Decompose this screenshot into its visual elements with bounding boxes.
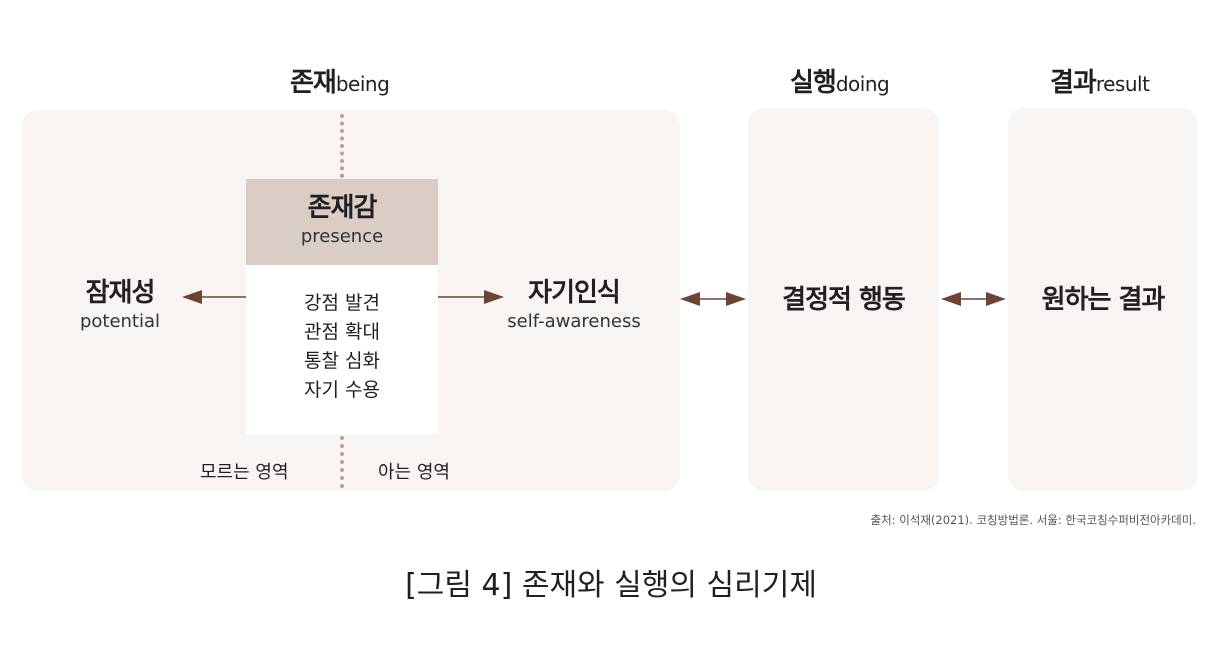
presence-item: 관점 확대 <box>304 321 380 343</box>
double-arrow-icon <box>941 292 1006 306</box>
doing-header: 실행doing <box>790 62 890 102</box>
result-header: 결과result <box>1050 62 1150 102</box>
arrow-right-icon <box>438 290 504 304</box>
decisive-action-ko: 결정적 행동 <box>782 285 906 315</box>
divider-dots-top <box>340 114 344 178</box>
arrow-left-icon <box>182 290 246 304</box>
source-note: 출처: 이석재(2021). 코칭방법론. 서울: 한국코칭수퍼비전아카데미. <box>870 513 1197 527</box>
desired-result-ko: 원하는 결과 <box>1041 285 1166 315</box>
presence-item: 통찰 심화 <box>304 350 380 372</box>
potential-ko: 잠재성 <box>85 278 156 308</box>
desired-result-node: 원하는 결과 <box>1008 284 1198 316</box>
presence-body-box: 강점 발견 관점 확대 통찰 심화 자기 수용 <box>246 265 438 434</box>
self-awareness-ko: 자기인식 <box>528 278 621 308</box>
self-awareness-en: self-awareness <box>507 311 641 332</box>
divider-dots-bottom <box>340 436 344 488</box>
doing-header-en: doing <box>835 72 890 96</box>
presence-item: 강점 발견 <box>304 292 380 314</box>
decisive-action-node: 결정적 행동 <box>748 284 939 316</box>
being-header-en: being <box>335 72 390 96</box>
presence-item-list: 강점 발견 관점 확대 통찰 심화 자기 수용 <box>246 289 438 405</box>
figure-caption: [그림 4] 존재와 실행의 심리기제 <box>405 568 817 603</box>
known-region-label: 아는 영역 <box>378 462 450 483</box>
presence-item: 자기 수용 <box>304 379 380 401</box>
presence-header-box: 존재감 presence <box>246 179 438 265</box>
being-header: 존재being <box>290 62 390 102</box>
result-panel <box>1008 108 1198 491</box>
double-arrow-icon <box>680 292 746 306</box>
result-header-en: result <box>1095 72 1150 96</box>
unknown-region-label: 모르는 영역 <box>200 462 289 483</box>
result-header-ko: 결과 <box>1050 68 1097 98</box>
being-header-ko: 존재 <box>290 68 337 98</box>
potential-node: 잠재성 potential <box>60 277 180 335</box>
self-awareness-node: 자기인식 self-awareness <box>490 277 658 335</box>
doing-header-ko: 실행 <box>790 68 837 98</box>
presence-title-ko: 존재감 <box>307 193 378 223</box>
potential-en: potential <box>79 311 161 332</box>
presence-title-en: presence <box>300 226 384 247</box>
doing-panel <box>748 108 939 491</box>
